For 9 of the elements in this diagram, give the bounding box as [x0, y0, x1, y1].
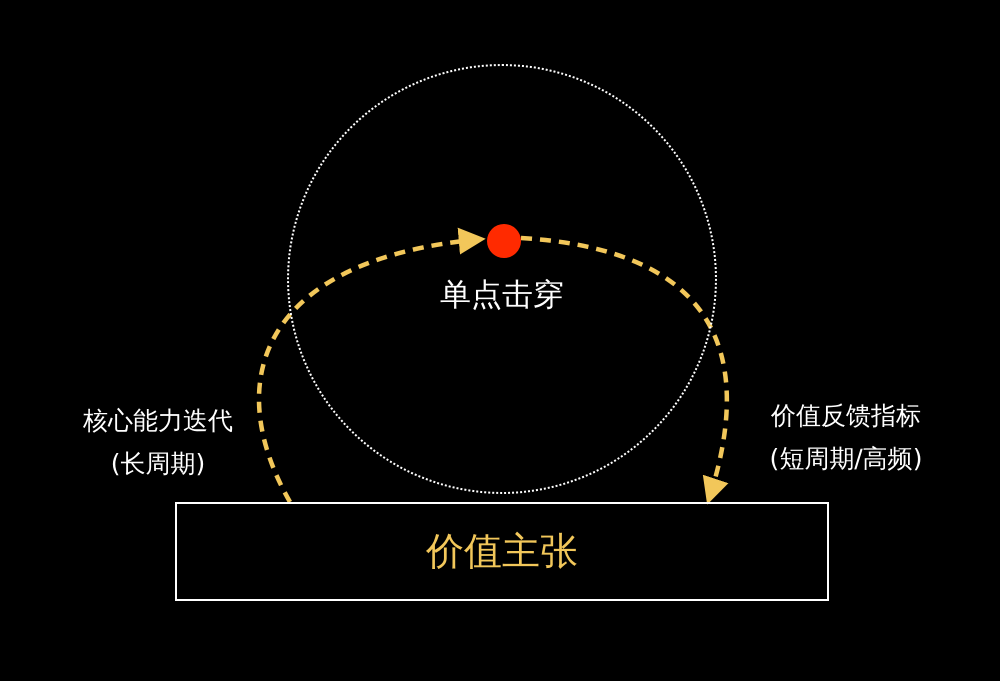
dashed-arrow	[257, 228, 486, 503]
edge-label: 核心能力迭代 (长周期)	[82, 405, 234, 480]
dashed-arrow	[520, 236, 729, 505]
edge-label: 价值反馈指标 (短周期/高频)	[768, 400, 924, 474]
target-dot	[487, 224, 521, 258]
value-box	[175, 502, 829, 601]
node-label: 单点击穿	[439, 276, 565, 315]
box-title: 价值主张	[426, 528, 578, 575]
dotted-circle	[287, 64, 717, 494]
